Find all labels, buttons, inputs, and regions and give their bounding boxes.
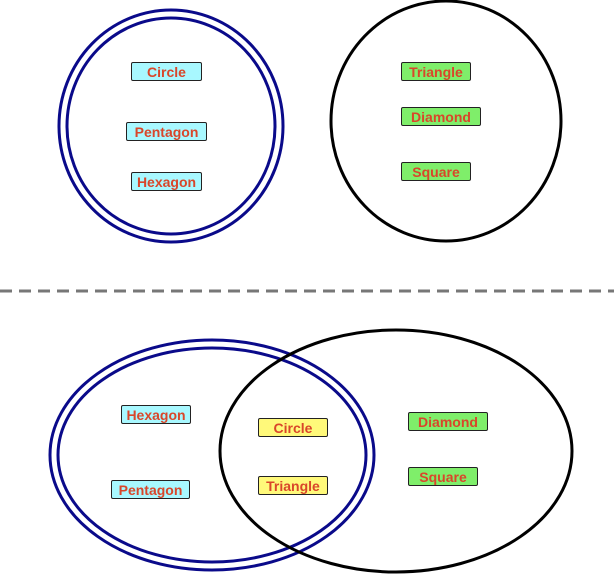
- top-left-set-inner-ring: [65, 16, 277, 236]
- top-right-item-diamond: Diamond: [401, 107, 481, 126]
- top-left-set-outer-ring: [57, 8, 285, 244]
- top-left-item-pentagon: Pentagon: [126, 122, 207, 141]
- top-left-item-circle: Circle: [131, 62, 202, 81]
- bottom-left-item-pentagon: Pentagon: [111, 480, 190, 499]
- bottom-left-set-outer-ring: [48, 338, 376, 572]
- top-right-item-square: Square: [401, 162, 471, 181]
- bottom-right-set-ring: [218, 328, 574, 574]
- top-left-item-hexagon: Hexagon: [131, 172, 202, 191]
- bottom-overlap-item-triangle: Triangle: [258, 476, 328, 495]
- bottom-left-set-inner-ring: [56, 346, 368, 564]
- top-right-set-ring: [329, 0, 563, 243]
- top-right-item-triangle: Triangle: [401, 62, 471, 81]
- bottom-right-item-diamond: Diamond: [408, 412, 488, 431]
- bottom-right-item-square: Square: [408, 467, 478, 486]
- bottom-overlap-item-circle: Circle: [258, 418, 328, 437]
- bottom-left-item-hexagon: Hexagon: [121, 405, 191, 424]
